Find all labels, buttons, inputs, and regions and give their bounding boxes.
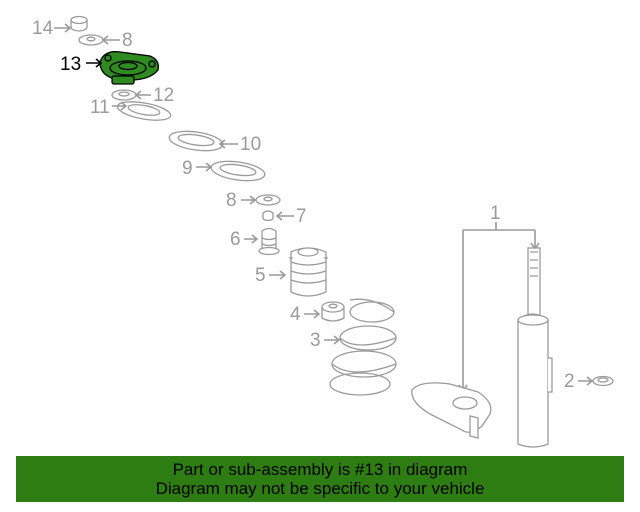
part-12-bearing[interactable]: [111, 89, 137, 101]
callout-7[interactable]: 7: [296, 206, 307, 227]
callout-1[interactable]: 1: [490, 203, 501, 224]
callout-13[interactable]: 13: [60, 54, 81, 75]
callout-10[interactable]: 10: [240, 134, 261, 155]
part-1-lower-seat[interactable]: [411, 382, 492, 439]
callout-4[interactable]: 4: [290, 304, 301, 325]
callout-8-lower[interactable]: 8: [226, 190, 237, 211]
part-10-insulator[interactable]: [168, 128, 224, 153]
part-2-seal[interactable]: [592, 375, 614, 387]
part-5-dust-boot[interactable]: [289, 247, 328, 297]
callout-11[interactable]: 11: [90, 97, 110, 118]
callout-14[interactable]: 14: [32, 18, 54, 39]
part-8-washer-top[interactable]: [78, 34, 104, 46]
callout-6[interactable]: 6: [230, 229, 241, 250]
part-1-strut[interactable]: [517, 247, 553, 448]
callout-8-top[interactable]: 8: [122, 30, 133, 51]
callout-9[interactable]: 9: [182, 158, 193, 179]
banner-line-1: Part or sub-assembly is #13 in diagram: [172, 460, 468, 479]
part-6-bump-stop[interactable]: [258, 227, 280, 256]
part-9-spring-seat-lower[interactable]: [210, 158, 266, 183]
part-4-spacer[interactable]: [321, 301, 345, 322]
banner-line-2: Diagram may not be specific to your vehi…: [155, 479, 485, 498]
parts-diagram: 14 8 13 12 11 10 9: [32, 15, 614, 448]
part-3-coil-spring[interactable]: [329, 298, 397, 396]
callout-12[interactable]: 12: [153, 85, 174, 106]
callout-5[interactable]: 5: [255, 265, 266, 286]
callout-2[interactable]: 2: [564, 371, 575, 392]
part-13-upper-mount[interactable]: [99, 51, 159, 85]
part-8-washer-lower[interactable]: [255, 194, 281, 206]
part-14-nut[interactable]: [70, 15, 88, 32]
info-banner: Part or sub-assembly is #13 in diagram D…: [16, 456, 624, 502]
callout-3[interactable]: 3: [310, 330, 321, 351]
part-7-nut[interactable]: [262, 210, 274, 222]
